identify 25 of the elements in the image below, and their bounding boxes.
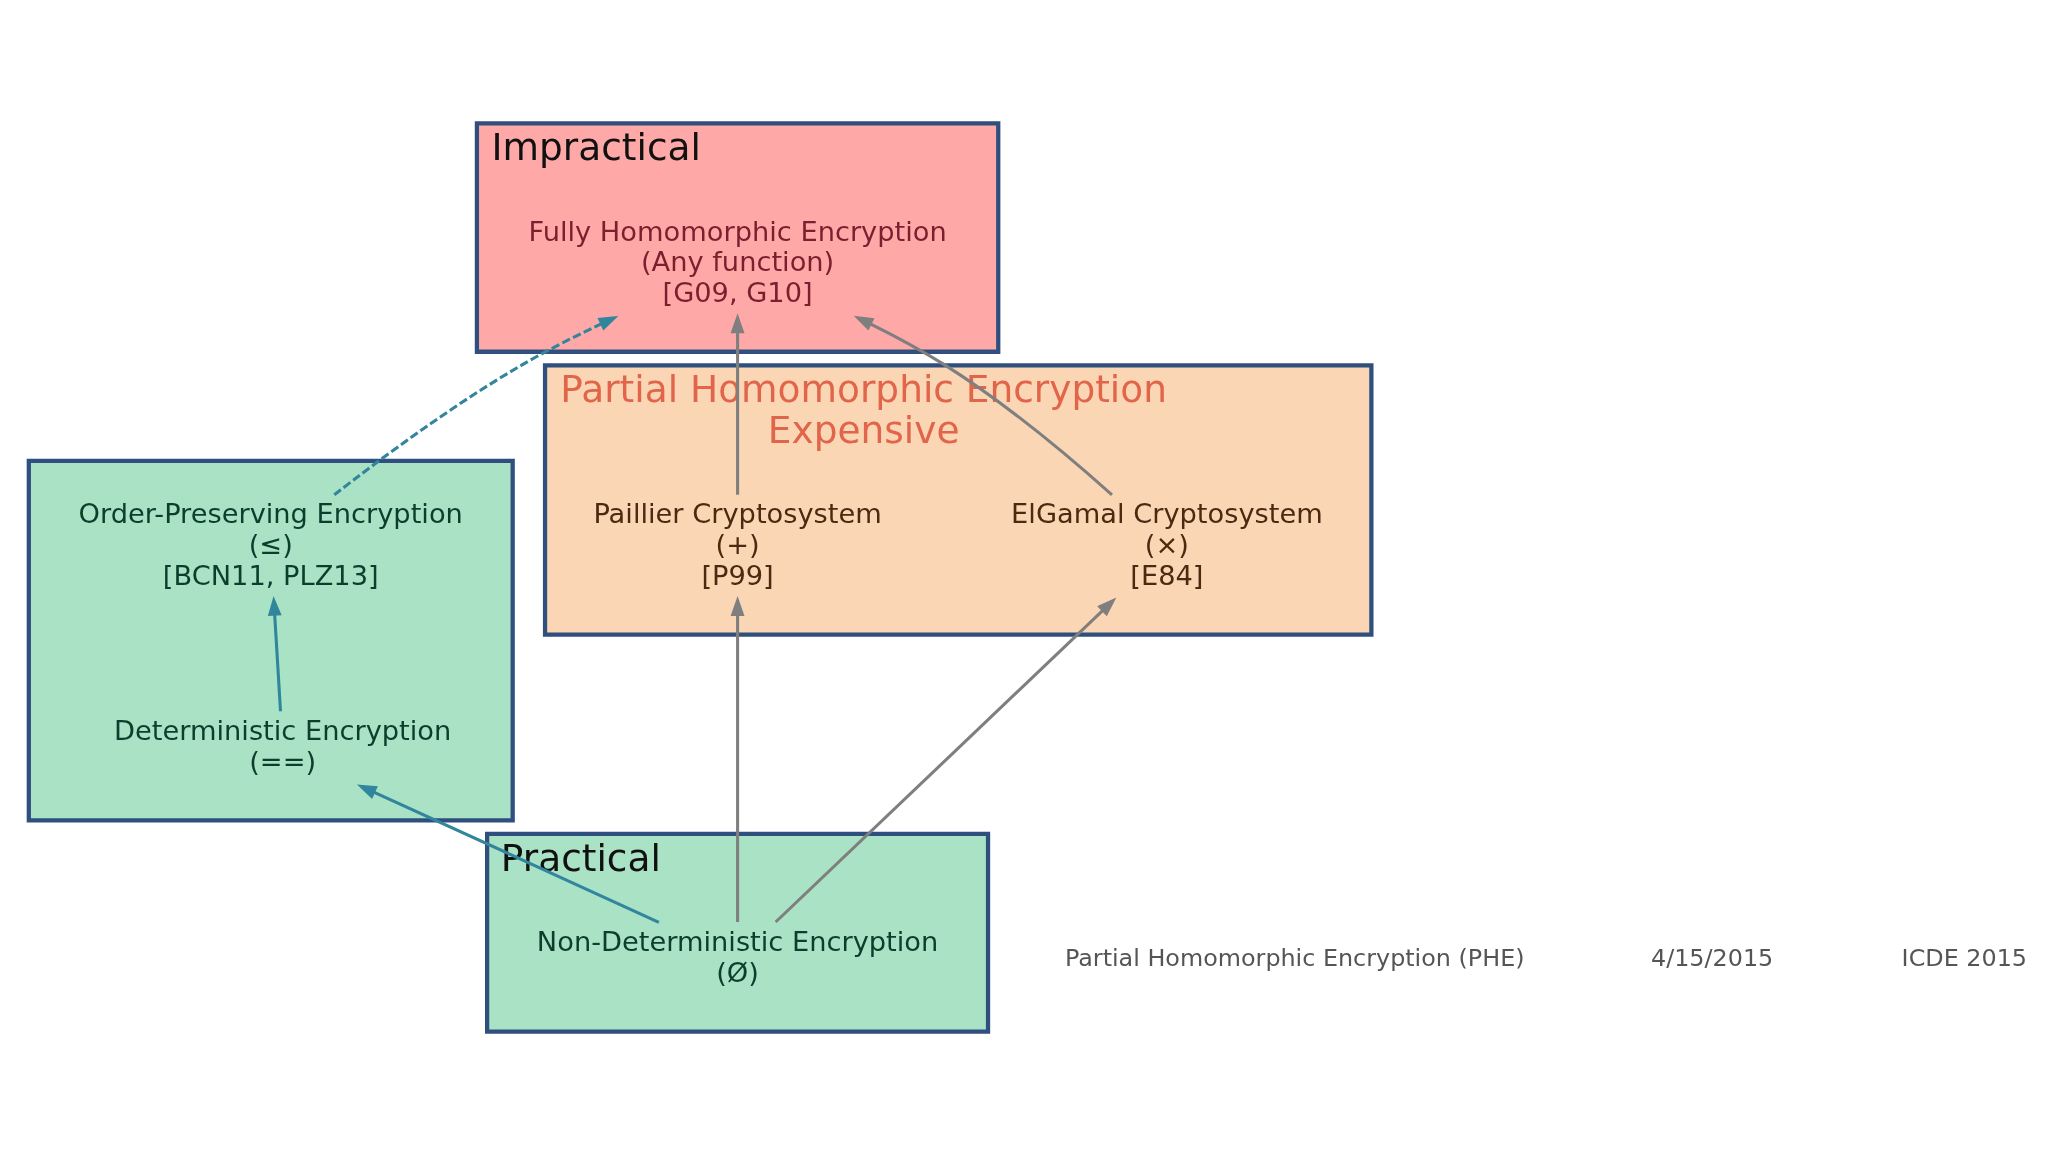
node-text: Order-Preserving Encryption	[78, 497, 463, 529]
node-label: (+)	[715, 528, 760, 560]
arrow	[333, 315, 619, 496]
label: Partial Homomorphic Encryption (PHE)	[1064, 943, 1525, 972]
node-label: (==)	[249, 745, 317, 777]
arrow	[774, 597, 1117, 923]
node-text: Non-Deterministic Encryption	[536, 925, 939, 957]
arrow	[730, 312, 745, 495]
node-label: [G09, G10]	[662, 276, 813, 308]
node-text: Deterministic Encryption	[114, 714, 452, 746]
node-label: (×)	[1144, 528, 1189, 560]
node-label: [BCN11, PLZ13]	[162, 559, 379, 591]
node-label: (Ø)	[716, 956, 759, 988]
node-text: Fully Homomorphic Encryption	[528, 215, 947, 247]
node-label: [P99]	[701, 559, 774, 591]
label: ICDE 2015	[1901, 943, 2027, 972]
arrow	[267, 595, 283, 711]
arrow	[730, 595, 745, 922]
node-label: (≤)	[248, 528, 293, 560]
node-text: ElGamal Cryptosystem	[1011, 497, 1323, 529]
node-text: Paillier Cryptosystem	[593, 497, 882, 529]
node-label: [E84]	[1130, 559, 1204, 591]
cluster	[26, 458, 515, 822]
arrow	[356, 783, 660, 924]
label: 4/15/2015	[1651, 943, 1774, 972]
